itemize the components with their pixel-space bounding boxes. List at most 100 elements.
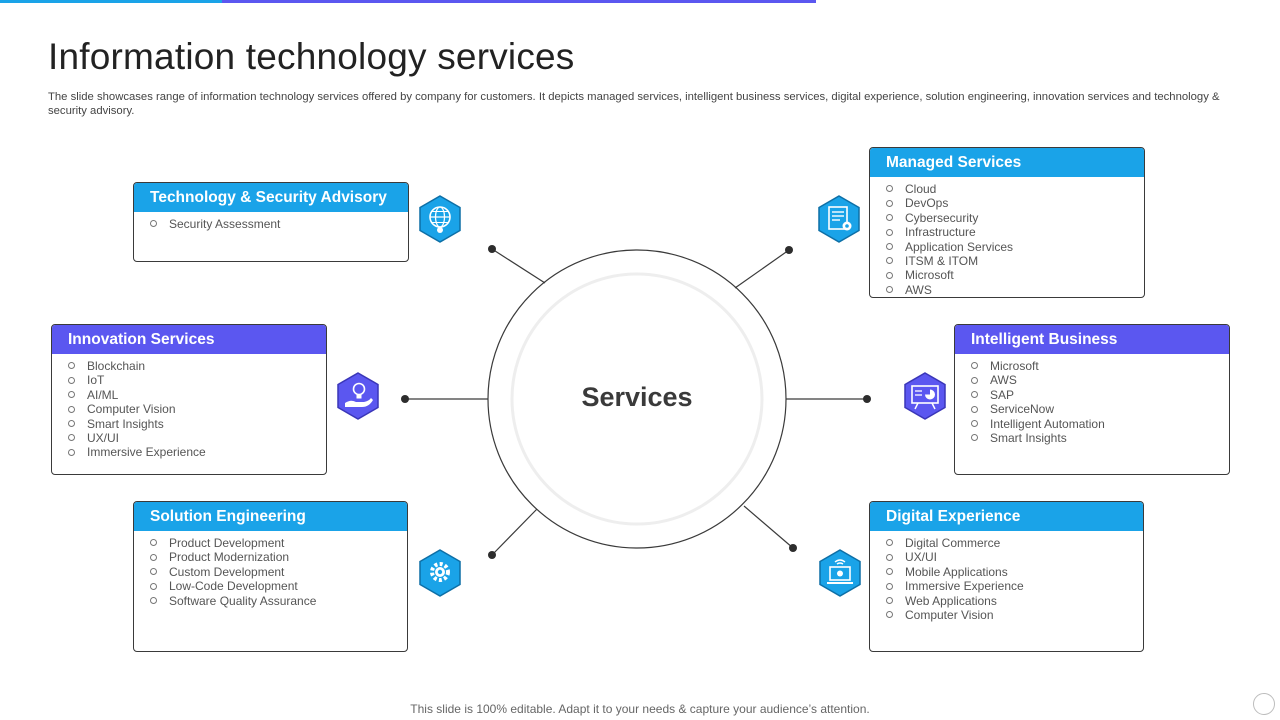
bullet-icon [150,539,157,547]
bullet-icon [68,405,75,413]
list-item: ServiceNow [971,402,1229,416]
list-item-text: DevOps [905,196,949,211]
list-item-text: Product Development [169,536,285,550]
list-item-text: Product Modernization [169,550,290,565]
page-subtitle: The slide showcases range of information… [48,91,1220,117]
card-solution-engineering: Solution Engineering Product Development… [133,501,408,652]
bullet-icon [971,419,978,427]
gear-brain-icon [419,549,461,597]
bullet-icon [886,611,893,619]
bullet-icon [886,214,893,222]
bullet-icon [150,553,157,561]
center-inner-ring [510,272,764,526]
globe-gear-icon [419,195,461,243]
bullet-icon [886,582,893,590]
list-item-text: Cloud [905,182,937,196]
list-item: Software Quality Assurance [150,594,407,608]
bullet-icon [971,362,978,370]
list-item: Web Applications [886,594,1143,608]
list-item-text: Infrastructure [905,225,976,240]
list-item-text: Web Applications [905,593,997,608]
list-item: Blockchain [68,359,326,373]
bullet-icon [68,448,75,456]
list-item: Immersive Experience [68,445,326,459]
list-item-text: Intelligent Automation [990,416,1105,431]
list-item-text: Immersive Experience [87,445,206,460]
list-item-text: Blockchain [87,359,146,373]
list-item-text: Microsoft [905,268,954,283]
bullet-icon [971,391,978,399]
list-item-text: Smart Insights [990,431,1067,446]
list-item-text: UX/UI [905,550,938,565]
connector-dot-tech [488,245,496,253]
card-tech-security-advisory: Technology & Security Advisory Security … [133,182,409,262]
connector-dot-intelligent [863,395,871,403]
top-accent-bar-blue [0,0,222,3]
bullet-icon [971,405,978,413]
list-item: UX/UI [68,431,326,445]
list-item-text: Immersive Experience [905,579,1024,594]
laptop-signal-icon [819,549,861,597]
bullet-icon [150,582,157,590]
list-item: Computer Vision [68,402,326,416]
list-item-text: Application Services [905,239,1014,254]
list-item-text: Microsoft [990,359,1039,373]
connector-solution [491,508,538,556]
bullet-icon [68,362,75,370]
list-item: IoT [68,373,326,387]
connector-dot-solution [488,551,496,559]
lightbulb-hand-icon [337,372,379,420]
card-title: Innovation Services [52,325,326,354]
list-item-text: Computer Vision [87,402,176,417]
list-item-text: Low-Code Development [169,579,298,594]
list-item: Infrastructure [886,225,1144,239]
bullet-icon [886,539,893,547]
bullet-icon [971,376,978,384]
list-item: Immersive Experience [886,579,1143,593]
list-item: ITSM & ITOM [886,254,1144,268]
bullet-icon [886,596,893,604]
list-item: Microsoft [971,359,1229,373]
list-item-text: AWS [905,282,932,297]
list-item-text: Software Quality Assurance [169,593,317,608]
bullet-icon [150,596,157,604]
list-item: Cybersecurity [886,211,1144,225]
list-item: Custom Development [150,565,407,579]
bullet-icon [886,553,893,561]
list-item: DevOps [886,196,1144,210]
list-item: Product Development [150,536,407,550]
bullet-icon [886,568,893,576]
connector-dot-digital [789,544,797,552]
list-item: SAP [971,388,1229,402]
connector-digital [743,505,794,549]
bullet-icon [886,271,893,279]
footer-note: This slide is 100% editable. Adapt it to… [410,702,870,716]
bullet-icon [886,286,893,294]
bullet-icon [68,419,75,427]
bullet-icon [68,434,75,442]
list-item-text: SAP [990,387,1015,402]
list-item-text: UX/UI [87,431,120,446]
bullet-icon [886,242,893,250]
card-title: Solution Engineering [134,502,407,531]
bullet-icon [150,568,157,576]
bullet-icon [886,185,893,193]
presentation-chart-icon [904,372,946,420]
list-item-text: Cybersecurity [905,210,979,225]
bullet-icon [886,228,893,236]
list-item: Intelligent Automation [971,417,1229,431]
bullet-icon [68,376,75,384]
list-item-text: Digital Commerce [905,536,1001,550]
list-item: Low-Code Development [150,579,407,593]
list-item: Mobile Applications [886,565,1143,579]
bullet-icon [150,220,157,228]
connector-tech [491,248,546,284]
page-title: Information technology services [48,36,575,77]
list-item-text: Mobile Applications [905,564,1008,579]
card-title: Technology & Security Advisory [134,183,408,212]
list-item: Application Services [886,240,1144,254]
